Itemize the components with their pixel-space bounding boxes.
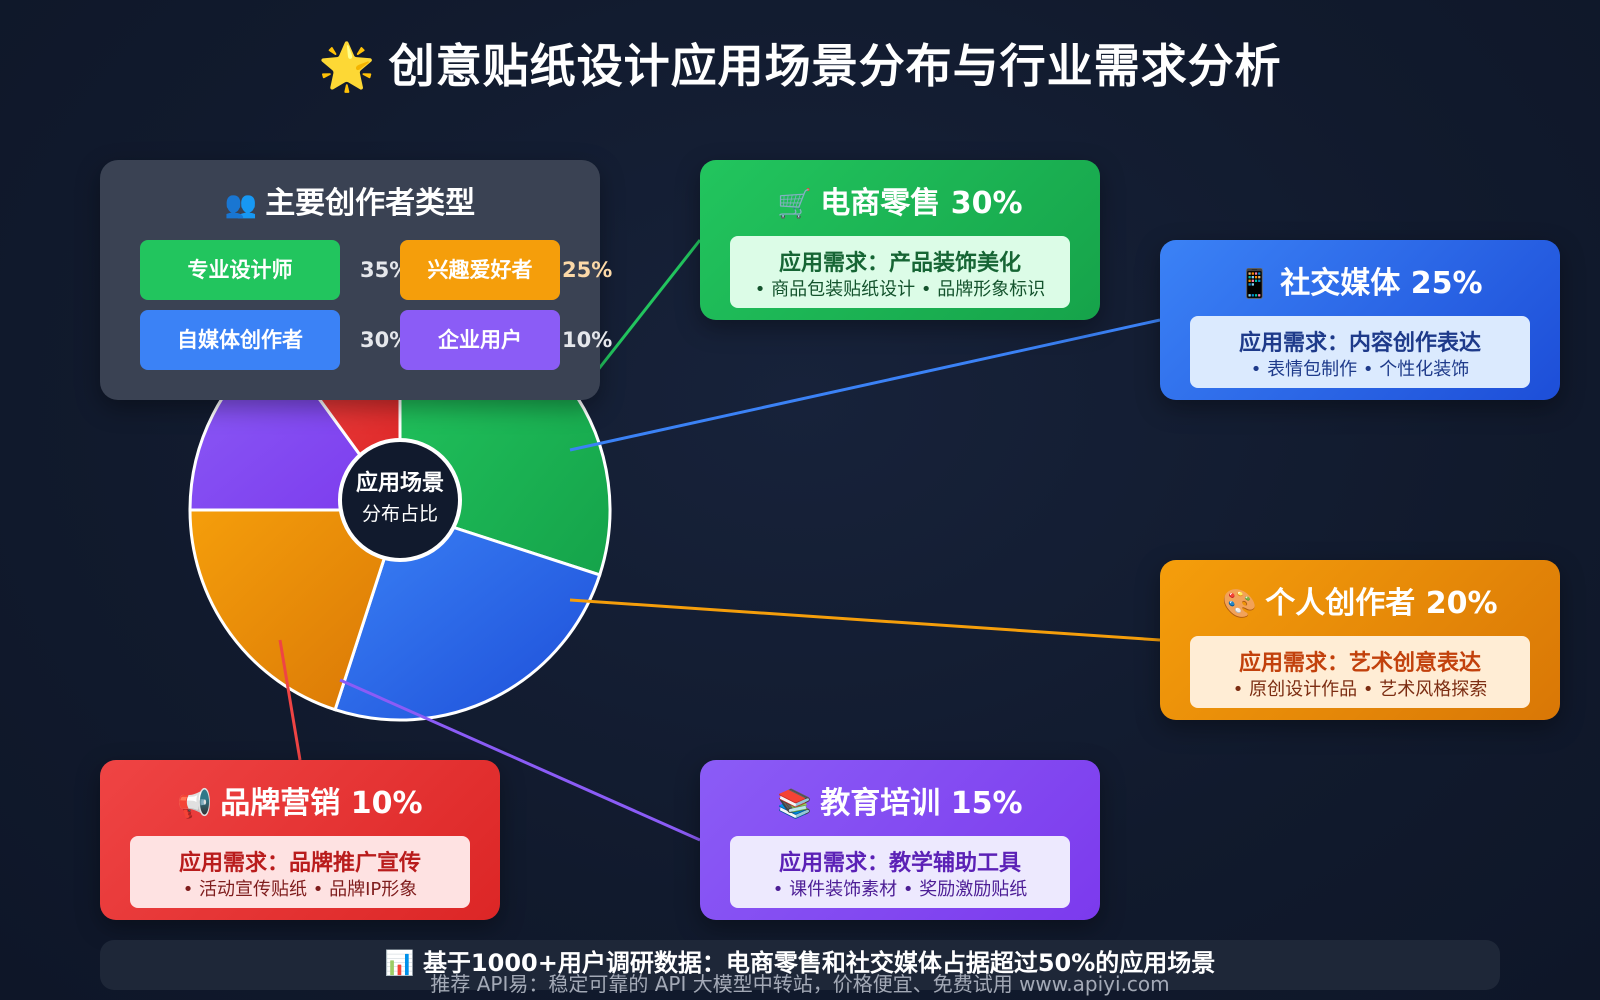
card-individual-need: 应用需求：艺术创意表达 bbox=[1238, 651, 1481, 676]
card-individual-title: 🎨个人创作者 20% bbox=[1160, 578, 1560, 622]
footer-summary: 📊 基于1000+用户调研数据：电商零售和社交媒体占据超过50%的应用场景 bbox=[100, 948, 1500, 978]
card-ecommerce-title: 🛒电商零售 30% bbox=[700, 178, 1100, 222]
card-brand-need: 应用需求：品牌推广宣传 bbox=[178, 851, 421, 876]
leader-line-brand-marketing bbox=[278, 639, 302, 761]
megaphone-icon: 📢 bbox=[177, 787, 213, 820]
creator-types-panel: 👥主要创作者类型 专业设计师 35% 兴趣爱好者 25% 自媒体创作者 30% … bbox=[100, 160, 612, 400]
watermark: 推荐 API易：稳定可靠的 API 大模型中转站，价格便宜、免费试用 www.a… bbox=[430, 972, 1170, 996]
pie-slice-individual-creator bbox=[188, 508, 403, 712]
creator-types-title-text: 主要创作者类型 bbox=[265, 186, 476, 221]
creator-chip-designer: 专业设计师 bbox=[140, 240, 340, 300]
card-social-detail: 应用需求：内容创作表达 • 表情包制作 • 个性化装饰 bbox=[1190, 316, 1530, 388]
card-ecommerce-items: • 商品包装贴纸设计 • 品牌形象标识 bbox=[754, 279, 1046, 300]
card-social-title-text: 社交媒体 25% bbox=[1280, 266, 1483, 301]
phone-icon: 📱 bbox=[1237, 267, 1273, 300]
users-icon: 👥 bbox=[224, 190, 258, 220]
books-icon: 📚 bbox=[777, 787, 813, 820]
creator-types-title: 👥主要创作者类型 bbox=[100, 178, 600, 222]
card-ecommerce-need: 应用需求：产品装饰美化 bbox=[778, 251, 1021, 276]
card-social-media: 📱社交媒体 25% 应用需求：内容创作表达 • 表情包制作 • 个性化装饰 bbox=[1160, 240, 1560, 400]
card-social-need: 应用需求：内容创作表达 bbox=[1238, 331, 1481, 356]
card-education: 📚教育培训 15% 应用需求：教学辅助工具 • 课件装饰素材 • 奖励激励贴纸 bbox=[700, 760, 1100, 920]
card-individual-detail: 应用需求：艺术创意表达 • 原创设计作品 • 艺术风格探索 bbox=[1190, 636, 1530, 708]
palette-icon: 🎨 bbox=[1222, 587, 1258, 620]
footer-summary-text: 基于1000+用户调研数据：电商零售和社交媒体占据超过50%的应用场景 bbox=[422, 949, 1216, 977]
footer-banner: 📊 基于1000+用户调研数据：电商零售和社交媒体占据超过50%的应用场景 bbox=[100, 940, 1500, 990]
leader-line-education bbox=[339, 678, 701, 842]
creator-pct-enterprise: 10% bbox=[562, 328, 613, 352]
card-education-detail: 应用需求：教学辅助工具 • 课件装饰素材 • 奖励激励贴纸 bbox=[730, 836, 1070, 908]
leader-line-ecommerce bbox=[588, 239, 702, 381]
creator-chip-hobbyist: 兴趣爱好者 bbox=[400, 240, 560, 300]
card-social-items: • 表情包制作 • 个性化装饰 bbox=[1250, 359, 1470, 380]
creator-chip-self-media: 自媒体创作者 bbox=[140, 310, 340, 370]
card-education-items: • 课件装饰素材 • 奖励激励贴纸 bbox=[772, 879, 1028, 900]
card-education-title-text: 教育培训 15% bbox=[820, 786, 1023, 821]
card-ecommerce-detail: 应用需求：产品装饰美化 • 商品包装贴纸设计 • 品牌形象标识 bbox=[730, 236, 1070, 308]
card-social-title: 📱社交媒体 25% bbox=[1160, 258, 1560, 302]
card-individual-items: • 原创设计作品 • 艺术风格探索 bbox=[1232, 679, 1488, 700]
pie-center-label-2: 分布占比 bbox=[362, 503, 438, 525]
page-title-text: 创意贴纸设计应用场景分布与行业需求分析 bbox=[388, 39, 1282, 93]
star-icon: 🌟 bbox=[318, 39, 377, 93]
leader-line-individual-creator bbox=[569, 598, 1161, 642]
pie-center-label-1: 应用场景 bbox=[356, 470, 444, 496]
pie-center-circle bbox=[338, 438, 462, 562]
creator-chip-enterprise: 企业用户 bbox=[400, 310, 560, 370]
card-ecommerce: 🛒电商零售 30% 应用需求：产品装饰美化 • 商品包装贴纸设计 • 品牌形象标… bbox=[700, 160, 1100, 320]
card-education-title: 📚教育培训 15% bbox=[700, 778, 1100, 822]
card-brand-title: 📢品牌营销 10% bbox=[100, 778, 500, 822]
card-ecommerce-title-text: 电商零售 30% bbox=[820, 186, 1023, 221]
leader-line-social-media bbox=[569, 318, 1161, 452]
card-brand-title-text: 品牌营销 10% bbox=[220, 786, 423, 821]
card-brand-detail: 应用需求：品牌推广宣传 • 活动宣传贴纸 • 品牌IP形象 bbox=[130, 836, 470, 908]
pie-slice-social-media bbox=[333, 508, 602, 722]
creator-pct-hobbyist: 25% bbox=[562, 258, 613, 282]
card-brand-items: • 活动宣传贴纸 • 品牌IP形象 bbox=[182, 879, 418, 900]
card-individual-title-text: 个人创作者 20% bbox=[1265, 586, 1498, 621]
cart-icon: 🛒 bbox=[777, 187, 813, 220]
page-title: 🌟创意贴纸设计应用场景分布与行业需求分析 bbox=[0, 30, 1600, 96]
card-individual-creator: 🎨个人创作者 20% 应用需求：艺术创意表达 • 原创设计作品 • 艺术风格探索 bbox=[1160, 560, 1560, 720]
card-brand-marketing: 📢品牌营销 10% 应用需求：品牌推广宣传 • 活动宣传贴纸 • 品牌IP形象 bbox=[100, 760, 500, 920]
bar-chart-icon: 📊 bbox=[384, 949, 415, 977]
card-education-need: 应用需求：教学辅助工具 bbox=[778, 851, 1021, 876]
